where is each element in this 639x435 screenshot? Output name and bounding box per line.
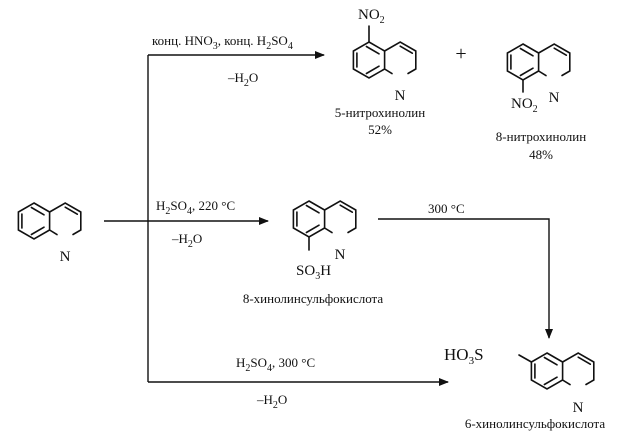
yield-5-nitroquinoline: 52% — [368, 122, 392, 137]
yield-8-nitroquinoline: 48% — [529, 147, 553, 162]
product-5-nitroquinoline: NO2 N — [352, 7, 417, 104]
byproduct-sulfonation-300: –H2O — [256, 392, 287, 411]
name-8-nitroquinoline: 8-нитрохинолин — [496, 129, 586, 144]
ring-n: N — [335, 247, 346, 263]
reagents-sulfonation-300: H2SO4, 300 °C — [236, 355, 315, 374]
ring-n: N — [60, 249, 71, 265]
reagents-nitration: конц. HNO3, конц. H2SO4 — [152, 33, 293, 52]
arrow-isomerisation — [378, 218, 553, 339]
byproduct-nitration: –H2O — [227, 70, 258, 89]
plus-sign: + — [455, 43, 466, 65]
ho3s-group: HO3S — [444, 345, 484, 367]
quinoline-start: N — [17, 202, 82, 265]
name-8-quinolinesulfonic-acid: 8-хинолинсульфокислота — [243, 291, 384, 306]
byproduct-sulfonation-220: –H2O — [171, 231, 202, 250]
product-6-quinolinesulfonic-acid: HO3S N — [444, 345, 595, 416]
product-8-quinolinesulfonic-acid: SO3H N — [292, 200, 357, 282]
ring-n: N — [549, 90, 560, 106]
ring-n: N — [573, 400, 584, 416]
name-5-nitroquinoline: 5-нитрохинолин — [335, 105, 425, 120]
reagents-isomerisation: 300 °C — [428, 201, 465, 216]
so3h-group: SO3H — [296, 263, 331, 282]
ring-n: N — [395, 88, 406, 104]
no2-group: NO2 — [511, 96, 538, 115]
no2-group: NO2 — [358, 7, 385, 26]
name-6-quinolinesulfonic-acid: 6-хинолинсульфокислота — [465, 416, 606, 431]
reagents-sulfonation-220: H2SO4, 220 °C — [156, 198, 235, 217]
product-8-nitroquinoline: NO2 N — [506, 43, 571, 115]
